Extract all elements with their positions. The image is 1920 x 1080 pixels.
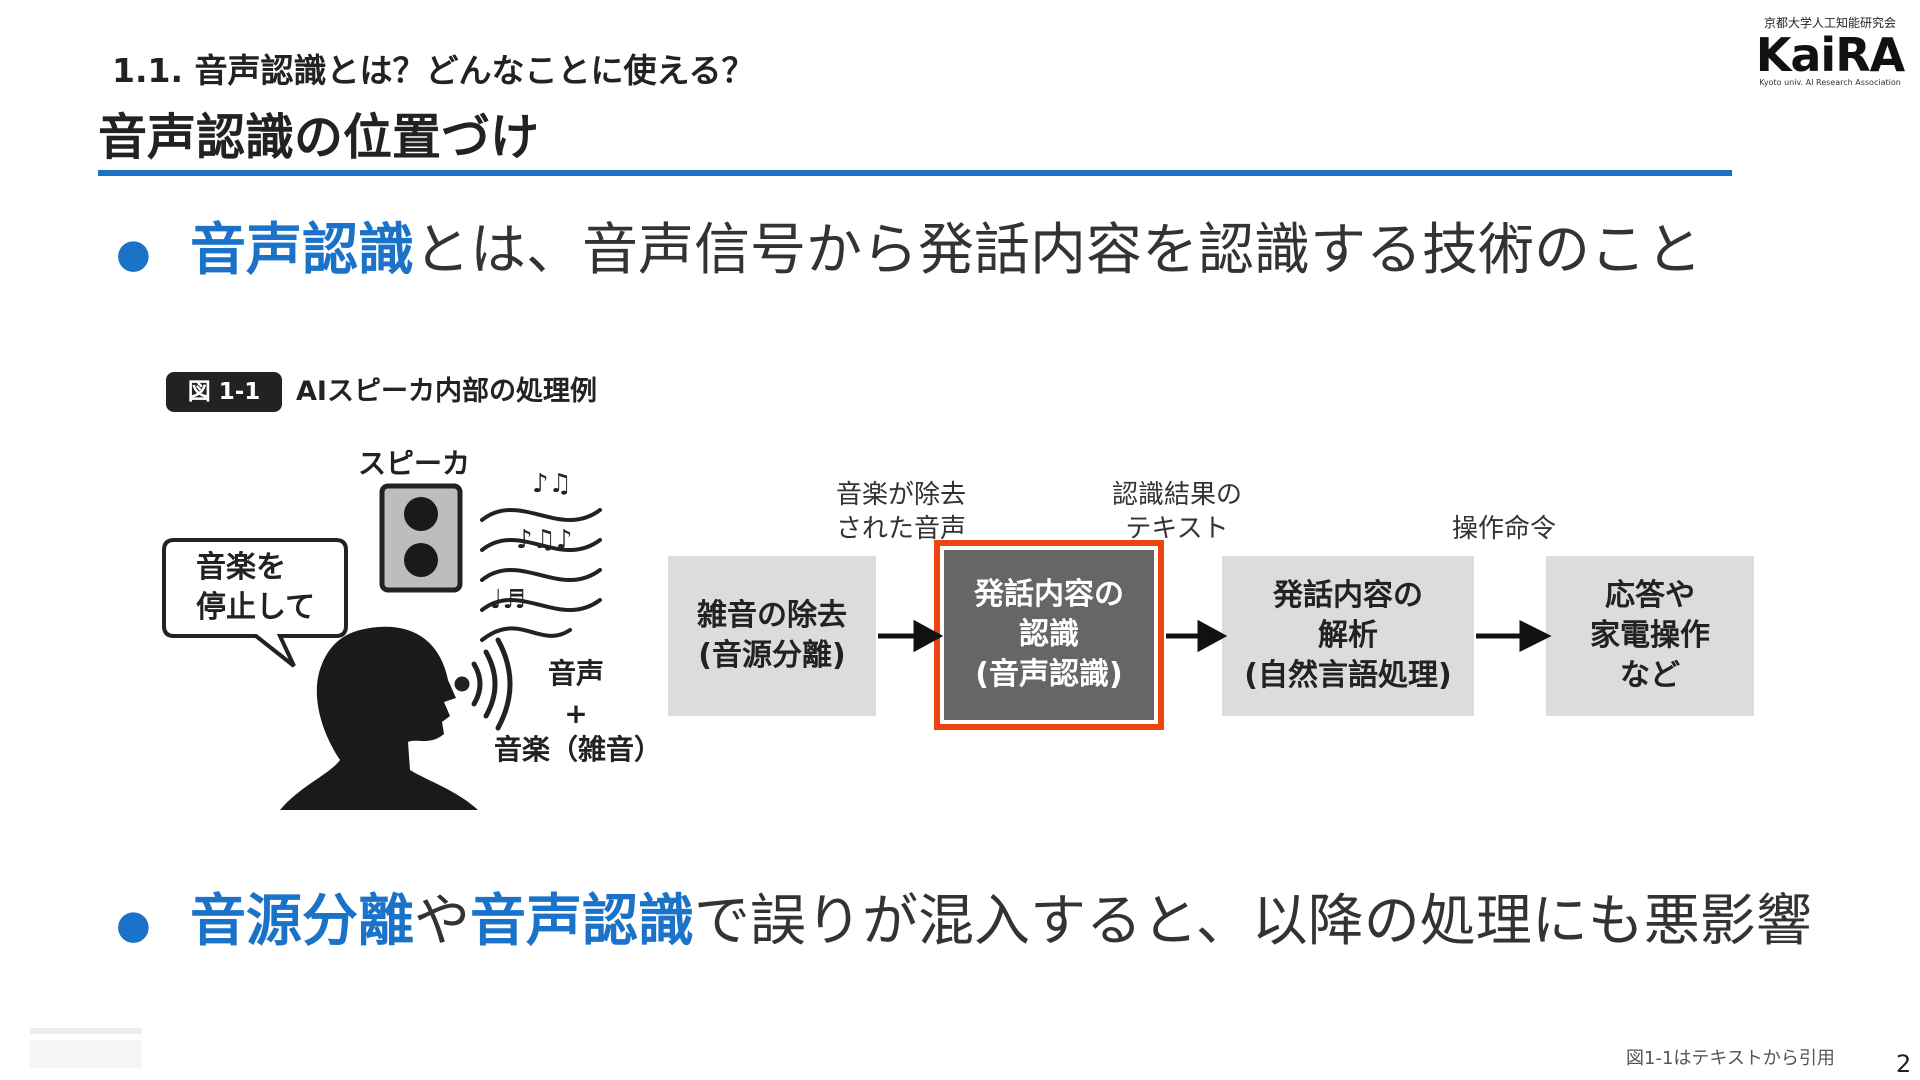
voice-label-plus: +: [564, 697, 588, 730]
bullet-2-highlight-2: 音声認識: [470, 889, 694, 954]
flow-box-asr-line-1: 発話内容の: [974, 577, 1124, 612]
logo-sub-text: Kyoto univ. AI Research Association: [1759, 78, 1901, 87]
logo-org-text: 京都大学人工知能研究会: [1763, 16, 1896, 30]
bullet-2-mid: や: [414, 889, 470, 954]
flow-box-resp-line-1: 応答や: [1605, 578, 1695, 613]
flow-box-nlu-line-2: 解析: [1317, 618, 1378, 653]
logo-brand-text: KaiRA: [1755, 28, 1905, 82]
ai-speaker-illustration: ♪♫ ♪♫♪ ♩♬: [162, 469, 602, 810]
speaker-icon: [379, 483, 463, 593]
bullet-dot-icon: ●: [116, 901, 151, 948]
title-divider: [98, 170, 1732, 176]
kaira-logo: 京都大学人工知能研究会 KaiRA Kyoto univ. AI Researc…: [1752, 14, 1908, 87]
music-note-icon: ♪♫ ♪♫♪ ♩♬: [490, 469, 573, 615]
bullet-1-text: とは、音声信号から発話内容を認識する技術のこと: [414, 218, 1702, 283]
flow-box-response: 応答や 家電操作 など: [1546, 556, 1754, 716]
voice-label: 音声 +: [548, 654, 604, 734]
section-title: 1.1. 音声認識とは？どんなことに使える？: [112, 51, 755, 90]
flow-box-asr-line-3: (音声認識): [975, 657, 1123, 692]
bullet-2-text: で誤りが混入すると、以降の処理にも悪影響: [694, 889, 1812, 954]
voice-wave-icon: [454, 637, 513, 731]
arrow-head-icon: [1197, 619, 1228, 653]
figure-citation: 図1-1はテキストから引用: [1626, 1048, 1835, 1069]
flow-box-language-analysis: 発話内容の 解析 (自然言語処理): [1222, 556, 1474, 716]
bullet-1-highlight: 音声認識: [190, 218, 414, 283]
person-head-icon: [280, 626, 478, 810]
bullet-2-highlight-1: 音源分離: [190, 889, 414, 954]
speech-bubble-line-2: 停止して: [196, 590, 316, 625]
figure-title: AIスピーカ内部の処理例: [296, 376, 597, 407]
bullet-dot-icon: ●: [116, 230, 151, 277]
arrow-label-recognition-text: 認識結果の テキスト: [1112, 478, 1242, 546]
bullet-2: ● 音源分離や音声認識で誤りが混入すると、以降の処理にも悪影響: [116, 876, 1812, 957]
flow-box-noise-removal: 雑音の除去 (音源分離): [668, 556, 876, 716]
arrow-label-music-removed-line-2: された音声: [836, 514, 967, 544]
flow-box-asr-line-2: 認識: [1019, 617, 1079, 652]
arrow-head-icon: [1519, 619, 1552, 653]
speech-bubble: [162, 538, 348, 668]
page-title: 音声認識の位置づけ: [98, 109, 540, 166]
music-wave-icon: [480, 508, 602, 642]
arrow-label-music-removed-line-1: 音楽が除去: [836, 480, 967, 510]
voice-noise-label: 音楽（雑音）: [494, 733, 663, 766]
arrow-label-recog-line-1: 認識結果の: [1112, 480, 1243, 510]
arrow-label-music-removed: 音楽が除去 された音声: [836, 478, 966, 546]
page-number: 2: [1896, 1050, 1912, 1078]
figure-label: 図 1-1: [166, 372, 282, 412]
flow-box-nlu-line-3: (自然言語処理): [1244, 658, 1452, 693]
flow-box-nlu-line-1: 発話内容の: [1272, 578, 1423, 613]
voice-label-line-1: 音声: [548, 657, 605, 690]
flow-box-resp-line-2: 家電操作: [1590, 618, 1710, 653]
flow-box-noise-line-1: 雑音の除去: [697, 598, 847, 633]
flow-box-noise-line-2: (音源分離): [698, 638, 846, 673]
svg-text:♩♬: ♩♬: [490, 585, 526, 615]
bullet-1: ● 音声認識とは、音声信号から発話内容を認識する技術のこと: [116, 205, 1702, 286]
speaker-label: スピーカ: [358, 447, 471, 480]
arrow-label-recog-line-2: テキスト: [1125, 514, 1229, 544]
corner-logo-icon: [30, 1028, 142, 1068]
arrow-label-operation: 操作命令: [1452, 514, 1557, 544]
svg-text:♪♫: ♪♫: [532, 469, 572, 499]
flow-box-speech-recognition: 発話内容の 認識 (音声認識): [944, 550, 1154, 720]
speech-bubble-line-1: 音楽を: [196, 550, 286, 585]
speech-bubble-text: 音楽を 停止して: [196, 548, 315, 628]
svg-text:♪♫♪: ♪♫♪: [516, 525, 573, 555]
flow-box-resp-line-3: など: [1620, 658, 1680, 693]
